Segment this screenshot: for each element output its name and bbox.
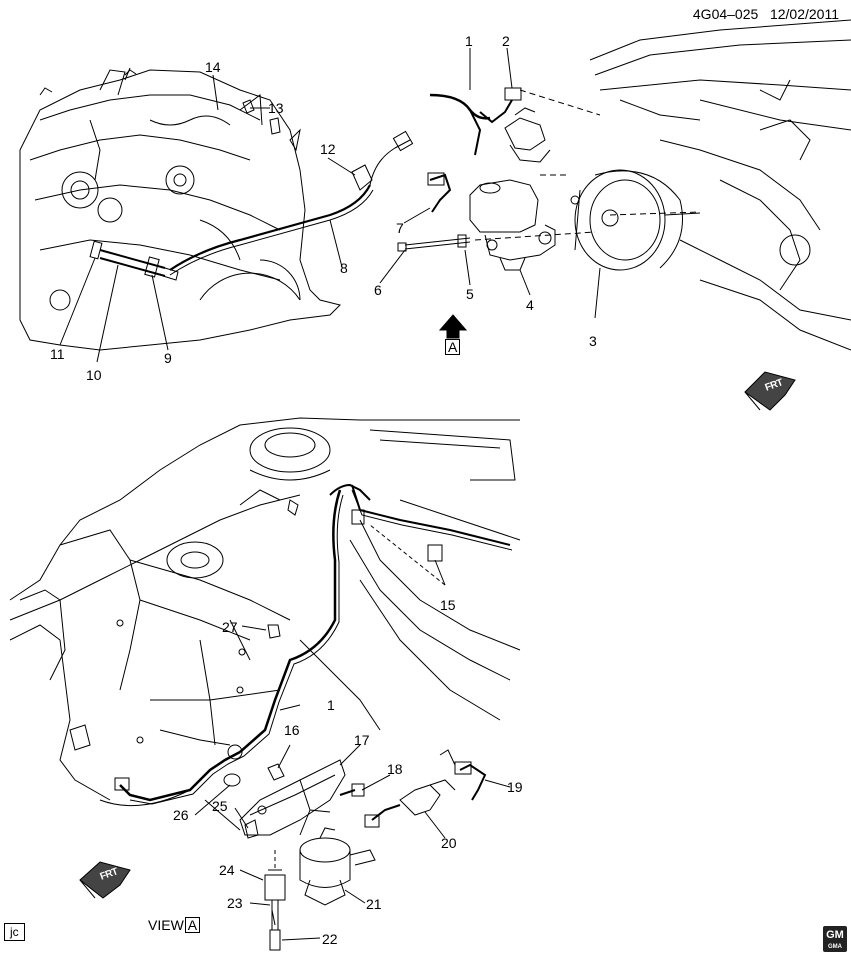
- view-a-letter: A: [445, 339, 461, 355]
- callout-8: 8: [340, 260, 348, 276]
- callout-4: 4: [526, 297, 534, 313]
- callout-26: 26: [173, 807, 189, 823]
- callout-21: 21: [366, 896, 382, 912]
- callout-14: 14: [205, 59, 221, 75]
- front-arrow-bottom: [79, 861, 131, 899]
- callout-3: 3: [589, 333, 597, 349]
- callout-19: 19: [507, 779, 523, 795]
- callout-13: 13: [268, 100, 284, 116]
- callout-6: 6: [374, 282, 382, 298]
- callout-17: 17: [354, 732, 370, 748]
- callout-10: 10: [86, 367, 102, 383]
- callout-23: 23: [227, 895, 243, 911]
- callout-15: 15: [440, 597, 456, 613]
- callout-16: 16: [284, 722, 300, 738]
- diagram-header: 4G04–025 12/02/2011: [693, 6, 839, 22]
- diagram-code: 4G04–025: [692, 6, 759, 22]
- callout-22: 22: [322, 931, 338, 947]
- gm-logo-text: GM: [826, 929, 844, 941]
- engine-assembly: [19, 67, 341, 351]
- callout-20: 20: [441, 835, 457, 851]
- illustrator-initials: jc: [4, 923, 25, 941]
- callout-7: 7: [396, 220, 404, 236]
- callout-5: 5: [466, 286, 474, 302]
- callout-18: 18: [387, 761, 403, 777]
- gm-logo: GM GMA: [823, 926, 847, 952]
- view-label-letter: A: [184, 917, 201, 933]
- body-structure: [9, 417, 521, 807]
- callout-25: 25: [212, 798, 228, 814]
- callout-2: 2: [502, 33, 510, 49]
- callout-11: 11: [50, 346, 65, 362]
- gm-logo-subtext: GMA: [828, 944, 842, 950]
- view-a-reference: A: [444, 339, 461, 355]
- callout-1-bottom: 1: [327, 697, 335, 713]
- callout-27: 27: [222, 619, 238, 635]
- callout-24: 24: [219, 862, 235, 878]
- front-arrow-top: [744, 371, 796, 411]
- callout-1-top: 1: [465, 33, 473, 49]
- callout-12: 12: [320, 141, 336, 157]
- callout-9: 9: [164, 350, 172, 366]
- diagram-date: 12/02/2011: [769, 6, 839, 22]
- vacuum-pump-drawing: [299, 827, 376, 906]
- view-label-text: VIEW: [148, 917, 184, 933]
